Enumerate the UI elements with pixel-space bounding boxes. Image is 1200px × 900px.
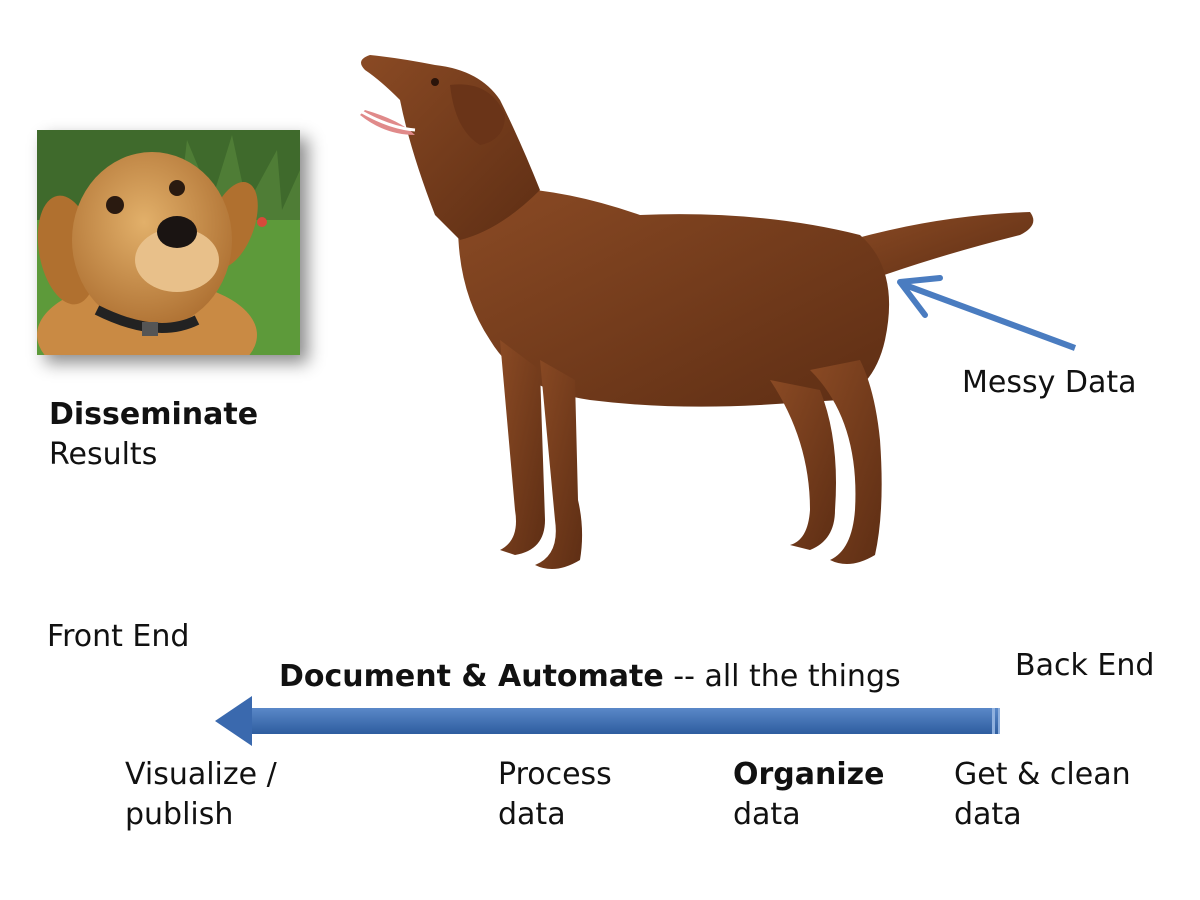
all-the-things-label: -- all the things [663,659,901,694]
stage-visualize-line2: publish [125,797,234,832]
stage-organize-line1: Organize [733,757,885,792]
banner-label: Document & Automate -- all the things [279,657,901,697]
stage-process-line1: Process [498,757,612,792]
back-end-label: Back End [1015,648,1155,683]
puppy-image [37,130,300,355]
stage-visualize-line1: Visualize / [125,757,277,792]
stage-get-clean-line1: Get & clean [954,757,1131,792]
stage-get-clean-line2: data [954,797,1022,832]
results-label: Results [49,437,158,472]
puppy-photo [37,130,300,355]
messy-data-arrow [880,270,1100,370]
messy-data-label: Messy Data [962,365,1137,400]
labrador-dog-image [340,40,1060,600]
front-end-label: Front End [47,619,190,654]
stage-process-line2: data [498,797,566,832]
flow-arrow [210,690,1010,750]
disseminate-label: Disseminate [49,397,259,432]
document-automate-label: Document & Automate [279,659,664,694]
stage-organize-line2: data [733,797,801,832]
